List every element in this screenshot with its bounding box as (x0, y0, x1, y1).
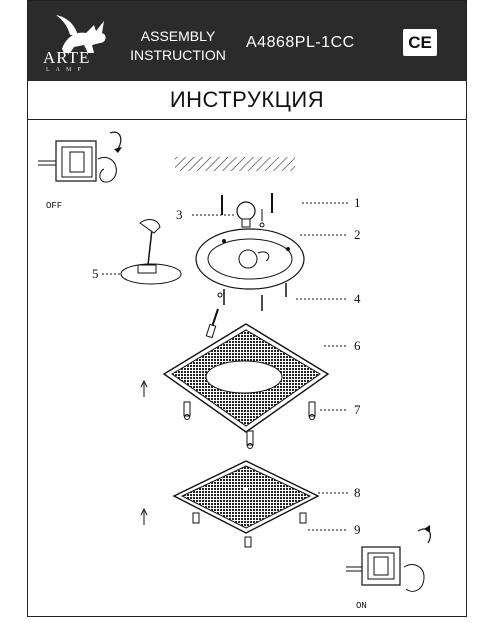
part-number-2: 2 (354, 227, 361, 242)
part-number-7: 7 (354, 402, 361, 417)
brand-name: ARTE (43, 48, 91, 67)
wall-switch-on-icon (346, 525, 431, 592)
mounting-screws-icon (221, 193, 273, 228)
assembly-diagram: 1 2 3 4 5 6 7 8 9 OFF ON (28, 119, 466, 616)
diffuser-fasteners-icon (192, 512, 307, 548)
brand-subtitle: LAMP (46, 67, 87, 73)
part-number-5: 5 (92, 266, 99, 281)
callout-leaders (102, 202, 348, 531)
base-screws-icon (217, 283, 287, 311)
bulb-icon (236, 201, 256, 228)
wall-switch-off-icon (38, 131, 122, 183)
part-number-8: 8 (354, 485, 361, 500)
header-bar: ARTE LAMP ASSEMBLY INSTRUCTION A4868PL-1… (28, 1, 466, 81)
outer-frame-panel (162, 323, 330, 433)
page-title: ИНСТРУКЦИЯ (169, 87, 325, 112)
part-number-1: 1 (354, 195, 361, 210)
instruction-label: INSTRUCTION (130, 47, 226, 63)
screwdriver-icon (205, 308, 219, 339)
ceiling-hatch (175, 157, 295, 171)
ce-mark: CE (403, 29, 437, 56)
exploded-view-drawing (38, 131, 431, 592)
part-number-4: 4 (354, 291, 361, 306)
mounting-base-plate (195, 228, 305, 290)
part-number-3: 3 (176, 207, 183, 222)
terminal-block-icon (120, 219, 182, 285)
up-arrow-icon (140, 379, 148, 525)
frame-fasteners-icon (183, 401, 316, 449)
assembly-label: ASSEMBLY (140, 28, 216, 44)
diffuser-panel (172, 460, 320, 534)
part-number-9: 9 (354, 522, 361, 537)
assembly-instruction-title: ASSEMBLY INSTRUCTION (123, 27, 233, 65)
griffin-logo-icon (56, 15, 106, 53)
part-number-6: 6 (354, 338, 361, 353)
switch-off-label: OFF (46, 201, 63, 211)
model-number: A4868PL-1CC (246, 34, 355, 51)
instruction-sheet: ARTE LAMP ASSEMBLY INSTRUCTION A4868PL-1… (27, 0, 467, 617)
switch-on-label: ON (356, 601, 367, 611)
title-band: ИНСТРУКЦИЯ (28, 81, 466, 120)
